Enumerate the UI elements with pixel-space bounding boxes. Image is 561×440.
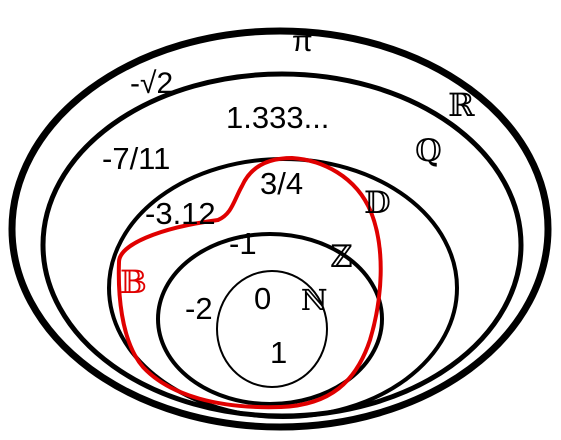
- element-neg2: -2: [185, 291, 213, 326]
- set-label-N: ℕ: [301, 283, 328, 317]
- set-label-Q: ℚ: [415, 133, 442, 169]
- b-set-boundary: [116, 155, 383, 410]
- integers-boundary: [156, 232, 384, 406]
- set-label-D: 𝔻: [364, 185, 391, 221]
- element-neg-sqrt2: -√2: [130, 67, 173, 100]
- set-label-Z: ℤ: [330, 239, 353, 275]
- element-0: 0: [254, 281, 271, 316]
- element-1: 1: [270, 335, 287, 370]
- real-numbers-boundary: [8, 27, 552, 431]
- set-label-B: 𝔹: [120, 263, 147, 301]
- element-neg3-12: -3.12: [145, 196, 216, 231]
- element-neg1: -1: [229, 226, 257, 261]
- element-3-4: 3/4: [260, 166, 303, 201]
- set-label-R: ℝ: [448, 86, 475, 124]
- element-pi: π: [292, 25, 313, 58]
- element-neg7-11: -7/11: [102, 141, 170, 176]
- element-1-333: 1.333...: [226, 100, 329, 135]
- natural-numbers-boundary: [216, 270, 328, 388]
